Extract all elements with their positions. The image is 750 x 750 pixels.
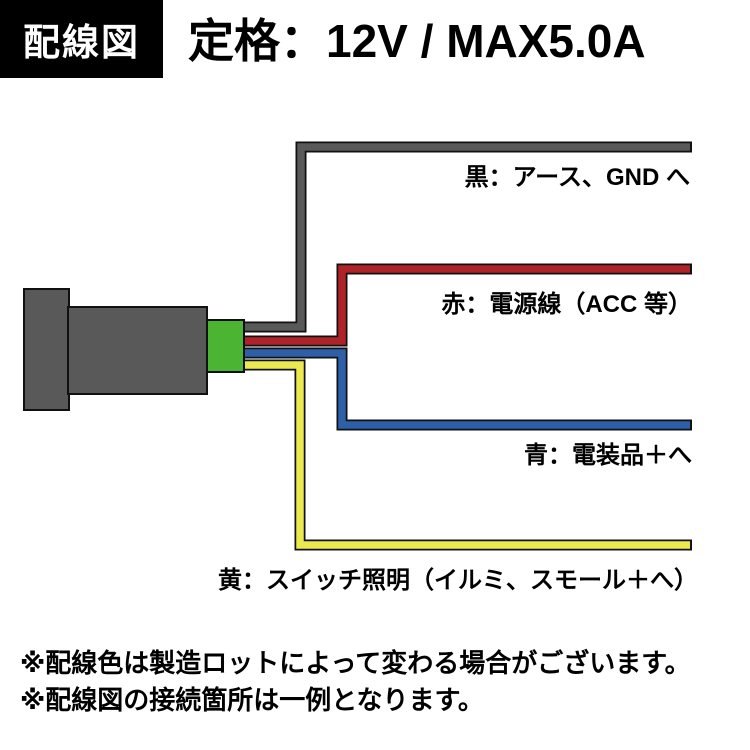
wire-label-black: 黒：アース、GND へ bbox=[464, 164, 690, 191]
wire-label-red: 赤：電源線（ACC 等） bbox=[441, 291, 692, 318]
wire-red bbox=[240, 265, 690, 345]
diagram-badge: 配線図 bbox=[0, 0, 163, 78]
wire-yellow bbox=[240, 361, 690, 549]
notes-block: ※配線色は製造ロットによって変わる場合がございます。 ※配線図の接続箇所は一例と… bbox=[20, 645, 691, 719]
switch-connector bbox=[206, 319, 245, 373]
note-line-1: ※配線色は製造ロットによって変わる場合がございます。 bbox=[20, 648, 691, 678]
wire-blue-outline bbox=[240, 347, 692, 431]
rating-title: 定格：12V / MAX5.0A bbox=[188, 15, 646, 67]
wire-black bbox=[240, 143, 690, 331]
note-line-2: ※配線図の接続箇所は一例となります。 bbox=[20, 685, 484, 715]
wire-blue bbox=[240, 349, 690, 429]
diagram-badge-label: 配線図 bbox=[23, 22, 140, 63]
wire-label-blue: 青：電装品＋へ bbox=[524, 442, 692, 469]
switch-flange bbox=[23, 288, 70, 411]
wire-label-yellow: 黄：スイッチ照明（イルミ、スモール＋へ） bbox=[218, 567, 698, 594]
switch-body bbox=[67, 306, 208, 395]
